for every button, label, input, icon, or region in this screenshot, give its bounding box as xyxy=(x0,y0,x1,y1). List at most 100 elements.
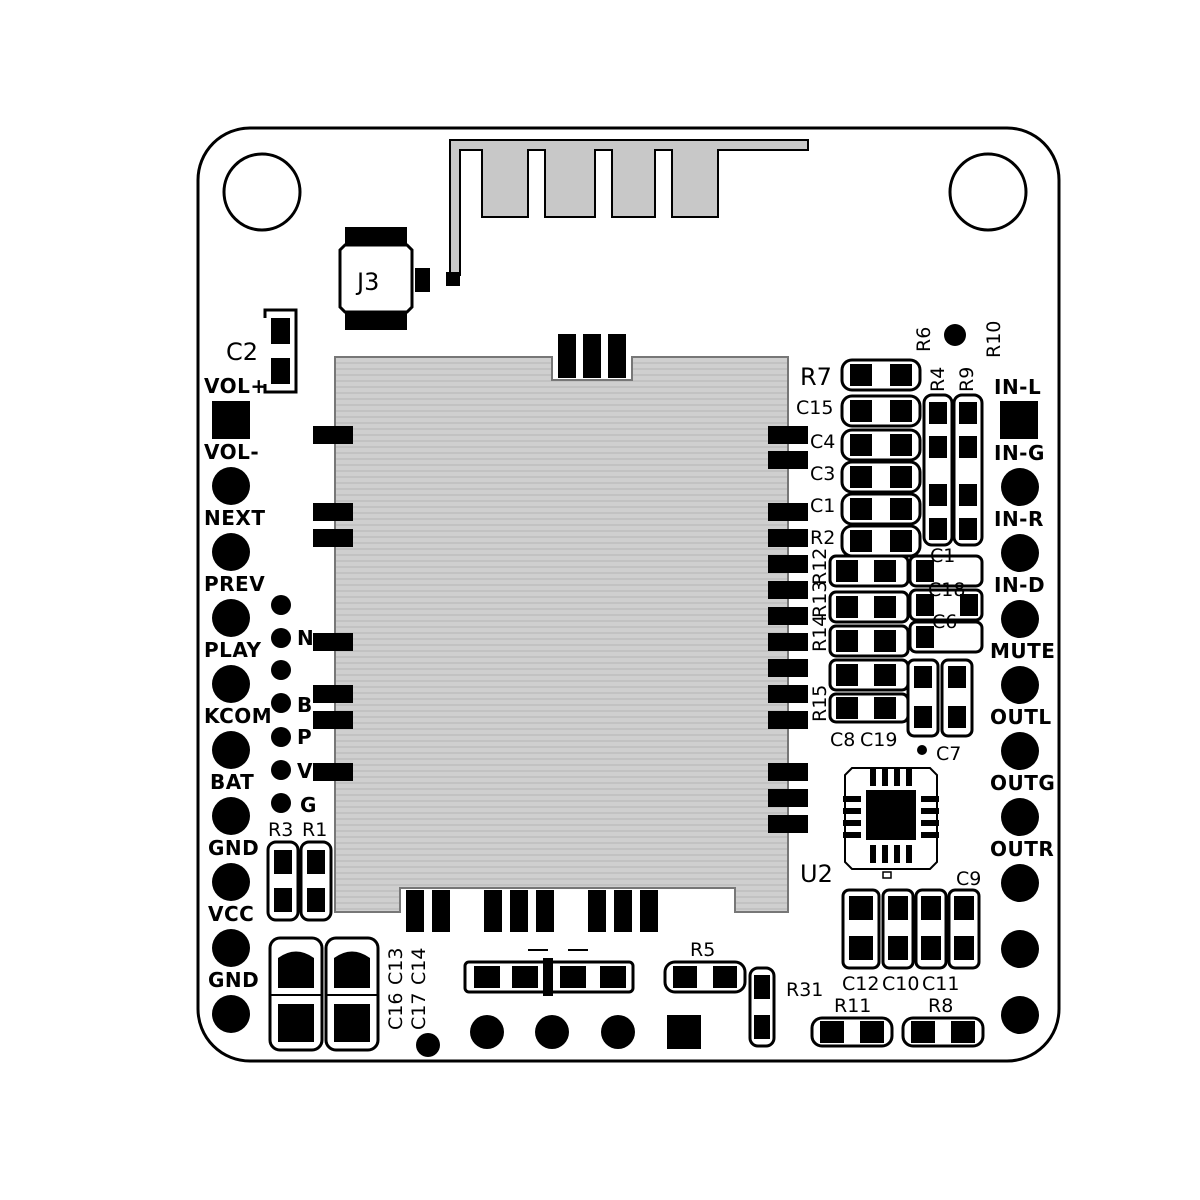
c12-label: C12 xyxy=(842,973,879,995)
pin-pad-bat xyxy=(212,797,250,835)
pin-pad-vol-plus xyxy=(212,401,250,439)
c19-label: C19 xyxy=(860,729,897,751)
pin-pad-in-g xyxy=(1001,468,1039,506)
bottom-pad-1 xyxy=(470,1015,504,1049)
r5-resistor: R5 xyxy=(663,939,747,994)
pin-pad-next xyxy=(212,533,250,571)
left-pin-header: VOL+ VOL- NEXT PREV PLAY KCOM BAT GND VC… xyxy=(204,374,272,1033)
pin-label-mute: MUTE xyxy=(990,639,1055,663)
bulk-capacitors xyxy=(268,936,380,1052)
c13-label: C13 xyxy=(385,948,407,985)
c11-label: C11 xyxy=(922,973,959,995)
r5-label: R5 xyxy=(690,939,715,961)
c8-label: C8 xyxy=(830,729,855,751)
pin-label-play: PLAY xyxy=(204,638,261,662)
antenna-feed-pad xyxy=(446,272,460,286)
c6-label: C6 xyxy=(932,611,957,633)
c1b-label: C1 xyxy=(930,545,955,567)
r7-label: R7 xyxy=(800,363,832,391)
pin-label-bat: BAT xyxy=(210,770,254,794)
pin-label-vol-minus: VOL- xyxy=(204,440,259,464)
r3-label: R3 xyxy=(268,819,293,841)
test-points: N B P V G xyxy=(271,595,317,817)
u2-chip: U2 xyxy=(800,767,939,888)
pin-pad-extra-2 xyxy=(1001,996,1039,1034)
pin-pad-vcc xyxy=(212,929,250,967)
tp-label-p: P xyxy=(297,725,312,749)
bottom-pad-2 xyxy=(535,1015,569,1049)
r31-label: R31 xyxy=(786,979,823,1001)
mounting-hole-right xyxy=(948,152,1028,232)
mounting-hole-left xyxy=(222,152,302,232)
pin-label-in-d: IN-D xyxy=(994,573,1045,597)
r1-label: R1 xyxy=(302,819,327,841)
r15-label: R15 xyxy=(809,685,831,722)
pin-pad-outg xyxy=(1001,798,1039,836)
pin-pad-outl xyxy=(1001,732,1039,770)
pin-pad-outr xyxy=(1001,864,1039,902)
c2-label: C2 xyxy=(226,338,258,366)
r9-label: R9 xyxy=(956,367,978,392)
r4-r9-column xyxy=(922,393,984,547)
tp-label-b: B xyxy=(297,693,313,717)
middle-passive-block: R12 R13 R14 R15 C1 C18 C6 C8 xyxy=(809,545,984,765)
r10-label: R10 xyxy=(983,321,1005,358)
c18-label: C18 xyxy=(928,579,965,601)
pin-pad-vol-minus xyxy=(212,467,250,505)
pin-label-prev: PREV xyxy=(204,572,265,596)
pin-pad-in-l xyxy=(1000,401,1038,439)
pin-label-in-g: IN-G xyxy=(994,441,1045,465)
pin-label-vol-plus: VOL+ xyxy=(204,374,268,398)
right-pin-header: IN-L IN-G IN-R IN-D MUTE OUTL OUTG OUTR xyxy=(990,375,1055,1034)
j3-label: J3 xyxy=(355,268,379,296)
bottom-pad-3 xyxy=(601,1015,635,1049)
pin-pad-in-r xyxy=(1001,534,1039,572)
c1-label: C1 xyxy=(810,495,835,517)
c17-label: C17 xyxy=(408,993,430,1030)
r13-label: R13 xyxy=(809,581,831,618)
pin-pad-prev xyxy=(212,599,250,637)
c7-marker xyxy=(917,745,927,755)
tp-label-g: G xyxy=(300,793,317,817)
u2-label: U2 xyxy=(800,860,833,888)
c3-label: C3 xyxy=(810,463,835,485)
antenna-trace xyxy=(449,139,809,276)
c2-capacitor: C2 xyxy=(226,308,298,394)
c16-label: C16 xyxy=(385,993,407,1030)
fiducial-top-right xyxy=(944,324,966,346)
r31-resistor: R31 xyxy=(748,966,823,1048)
pin-pad-in-d xyxy=(1001,600,1039,638)
c15-label: C15 xyxy=(796,397,833,419)
c4-label: C4 xyxy=(810,431,835,453)
bottom-smd-row xyxy=(463,949,635,996)
pin-label-outl: OUTL xyxy=(990,705,1052,729)
pin-pad-mute xyxy=(1001,666,1039,704)
c14-label: C14 xyxy=(408,948,430,985)
c9-c12-block: C9 C12 C10 C11 xyxy=(841,868,981,995)
pin-label-in-l: IN-L xyxy=(994,375,1041,399)
r12-label: R12 xyxy=(809,548,831,585)
pin-label-in-r: IN-R xyxy=(994,507,1044,531)
pin-pad-gnd xyxy=(212,863,250,901)
pin-pad-kcom xyxy=(212,731,250,769)
pin-label-outr: OUTR xyxy=(990,837,1054,861)
r3-r1-resistors: R3 R1 xyxy=(266,819,333,922)
pin-label-gnd-2: GND xyxy=(208,968,259,992)
pin-label-gnd: GND xyxy=(208,836,259,860)
tp-label-v: V xyxy=(297,759,313,783)
tp-label-n: N xyxy=(297,626,314,650)
upper-passive-column: R7 C15 C4 C3 C1 R2 xyxy=(796,358,922,558)
c7-label: C7 xyxy=(936,743,961,765)
bluetooth-module xyxy=(313,334,808,932)
r2-label: R2 xyxy=(810,527,835,549)
c9-label: C9 xyxy=(956,868,981,890)
bottom-pad-4 xyxy=(667,1015,701,1049)
j3-connector: J3 xyxy=(338,227,430,330)
pin-label-next: NEXT xyxy=(204,506,265,530)
r11-r8-resistors: R11 R8 xyxy=(810,995,985,1048)
pin-pad-play xyxy=(212,665,250,703)
r14-label: R14 xyxy=(809,615,831,652)
pin-label-kcom: KCOM xyxy=(204,704,272,728)
fiducial-bottom-left xyxy=(416,1033,440,1057)
